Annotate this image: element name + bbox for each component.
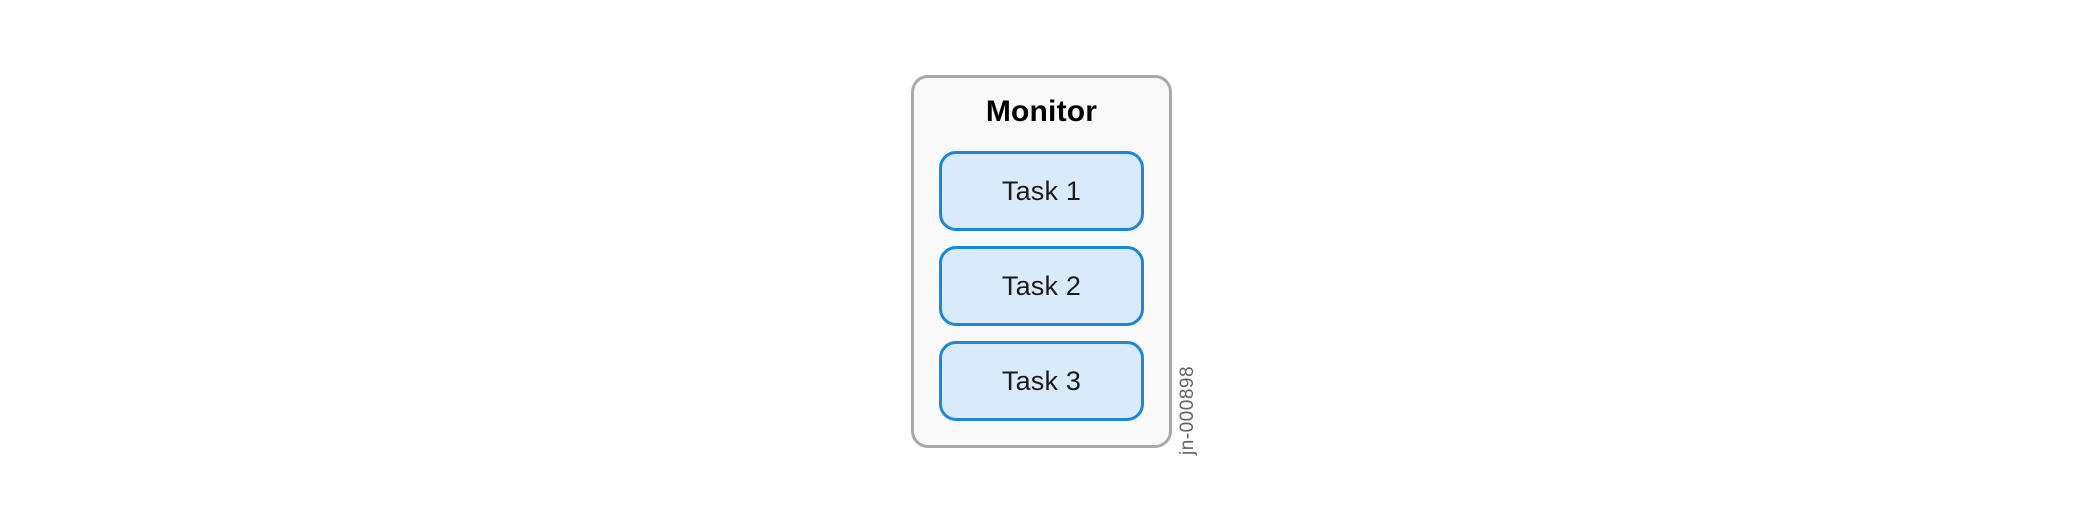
- task-box-1: Task 1: [939, 151, 1144, 231]
- task-box-2: Task 2: [939, 246, 1144, 326]
- task-label: Task 2: [1001, 270, 1082, 301]
- monitor-title: Monitor: [985, 95, 1098, 128]
- monitor-group: Monitor Task 1 Task 2 Task 3: [911, 75, 1172, 448]
- task-label: Task 1: [1001, 175, 1082, 206]
- figure-id-label: jn-000898: [1177, 365, 1198, 455]
- task-label: Task 3: [1001, 365, 1082, 396]
- task-box-3: Task 3: [939, 341, 1144, 421]
